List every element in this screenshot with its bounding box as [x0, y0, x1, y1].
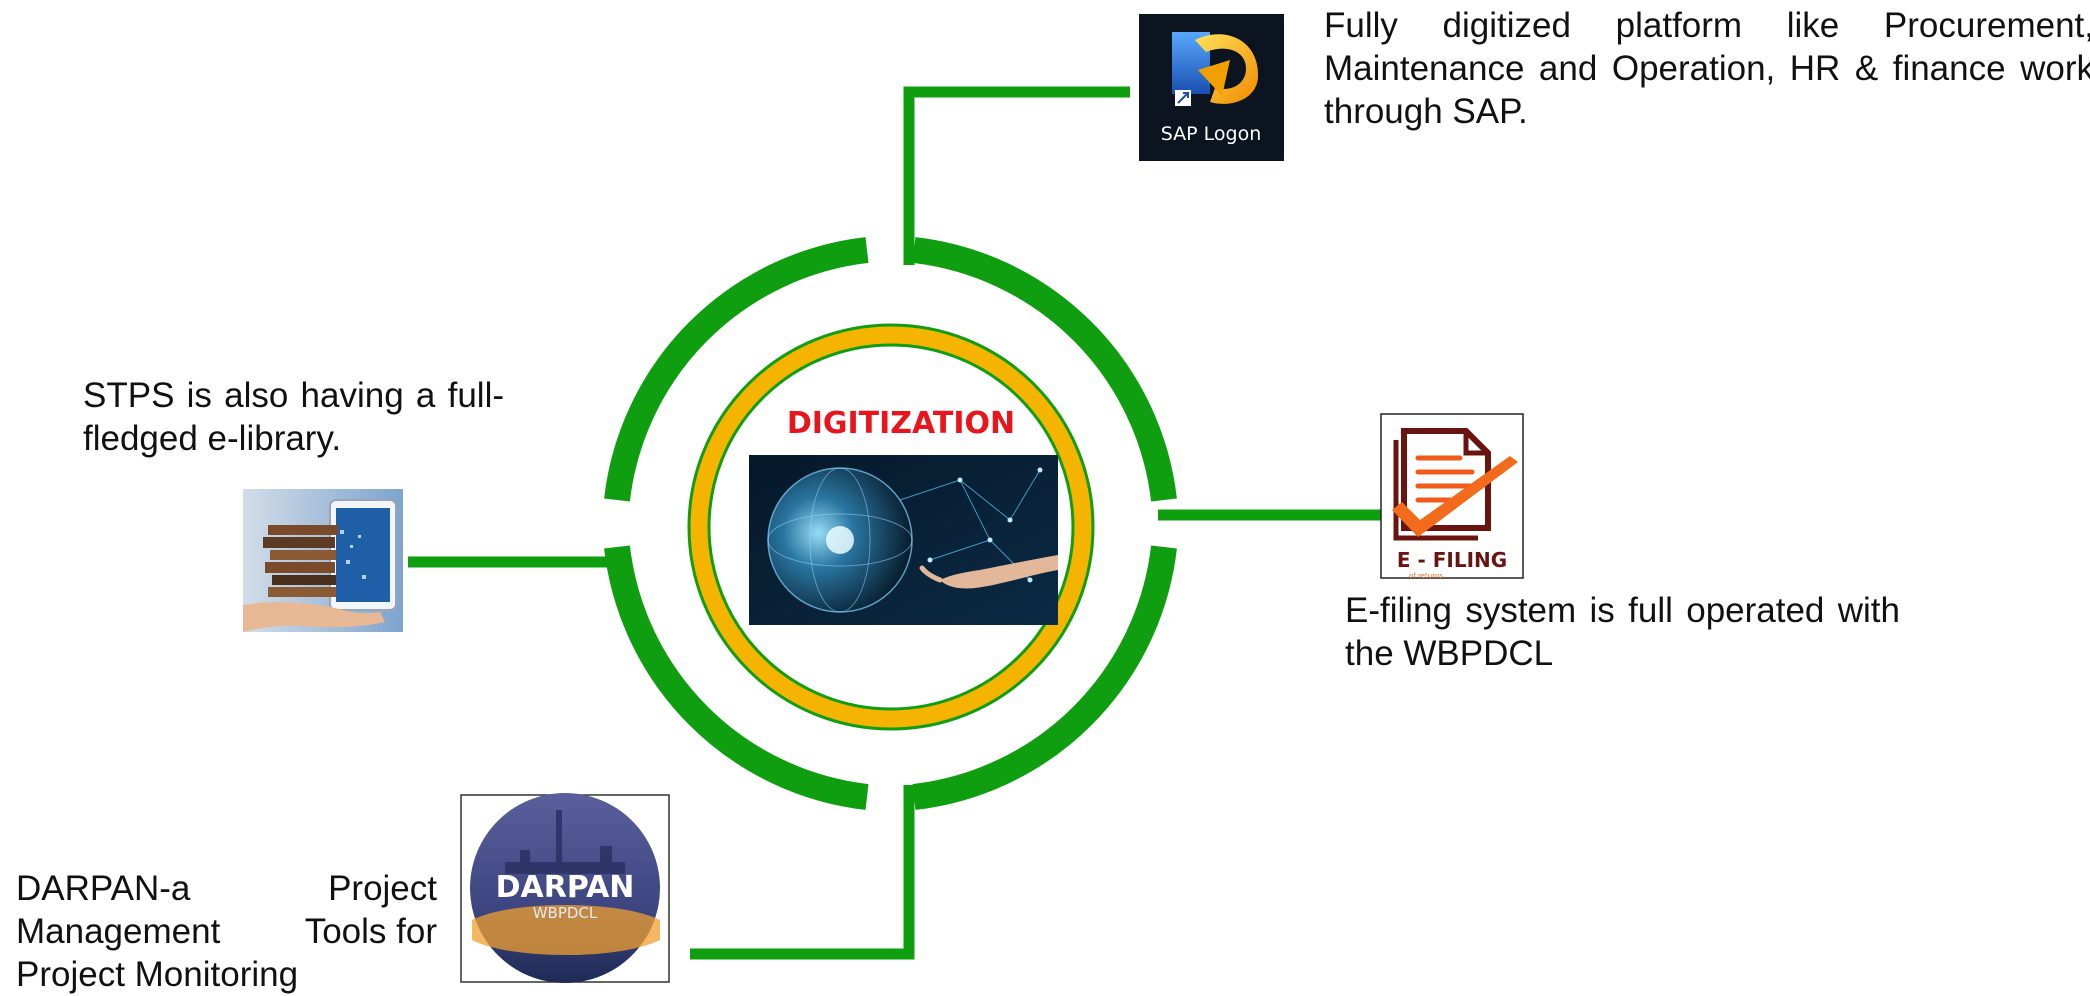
darpan-logo-subtitle: WBPDCL [533, 904, 598, 922]
darpan-line1-left: DARPAN-a [16, 869, 191, 908]
ring-arc-bottom-right [912, 545, 1177, 810]
darpan-logo-title: DARPAN [496, 870, 635, 905]
ring-arc-top-right [912, 237, 1177, 502]
darpan-description-line-1: DARPAN-a Project [16, 867, 437, 910]
connector-sap [903, 86, 1130, 265]
connectors [408, 86, 1390, 960]
darpan-description: DARPAN-a Project Management Tools for Pr… [16, 867, 437, 996]
globe-hand-network-icon [749, 455, 1058, 625]
inner-green-ring-inner [707, 343, 1075, 711]
darpan-line2-right: Tools for [304, 912, 437, 951]
inner-green-ring [687, 323, 1095, 731]
tablet-books-icon[interactable] [243, 489, 403, 632]
efiling-icon-sublabel: of returns [1409, 572, 1443, 580]
efiling-icon-label: E - FILING [1397, 548, 1507, 572]
outer-green-ring [604, 237, 1177, 810]
darpan-description-line-3: Project Monitoring [16, 955, 299, 994]
darpan-logo-icon[interactable]: DARPAN WBPDCL [460, 793, 670, 983]
e-filing-icon[interactable]: E - FILING of returns [1380, 413, 1524, 580]
connector-darpan [690, 785, 915, 960]
elibrary-description: STPS is also having a full-fledged e-lib… [83, 376, 504, 458]
darpan-line2-left: Management [16, 912, 221, 951]
sap-logon-icon[interactable]: SAP Logon [1139, 14, 1284, 161]
sap-description: Fully digitized platform like Procuremen… [1324, 6, 2090, 131]
ring-arc-bottom-left [604, 545, 869, 810]
center-title: DIGITIZATION [787, 406, 1015, 441]
darpan-description-line-2: Management Tools for [16, 910, 437, 953]
darpan-line1-right: Project [328, 869, 437, 908]
efiling-description: E-filing system is full operated with th… [1345, 591, 1900, 673]
sap-icon-label: SAP Logon [1161, 123, 1262, 145]
ring-arc-top-left [604, 237, 869, 502]
